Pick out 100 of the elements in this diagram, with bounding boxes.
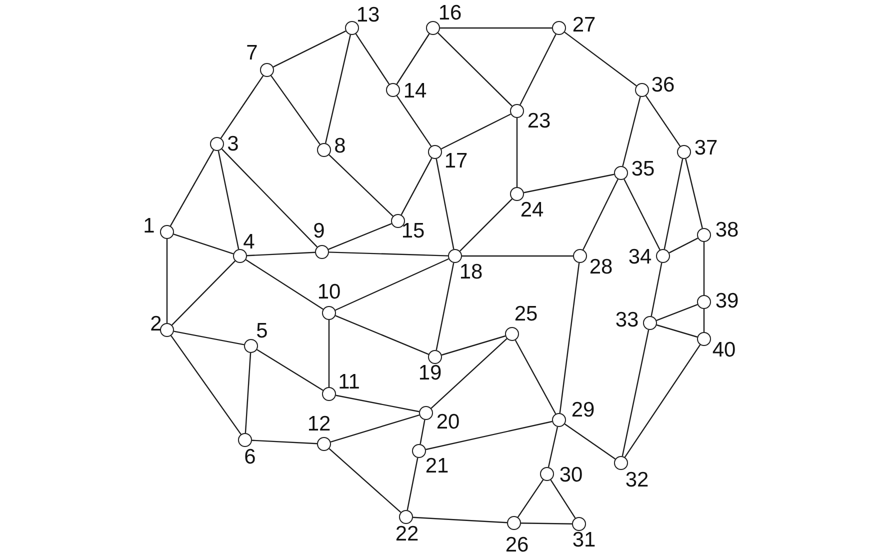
edge-line <box>520 34 556 106</box>
node-circle <box>428 350 442 364</box>
edge-line <box>550 480 576 518</box>
node-circle <box>510 104 524 118</box>
edge-line <box>256 349 324 391</box>
edge-line <box>330 414 420 443</box>
node-circle <box>317 143 331 157</box>
edge-line <box>656 324 698 338</box>
node-number: 15 <box>401 220 425 242</box>
edge-line <box>703 309 705 332</box>
node-number: 26 <box>505 534 529 556</box>
node-circle <box>345 21 359 35</box>
node-number: 9 <box>313 220 325 242</box>
node-number: 34 <box>628 246 652 268</box>
edge-line <box>328 448 402 513</box>
node-number: 19 <box>418 362 442 384</box>
node-circle <box>391 214 405 228</box>
node-number: 13 <box>356 4 380 26</box>
node-circle <box>507 516 521 530</box>
edge-line <box>440 27 552 29</box>
node-circle <box>656 249 670 263</box>
edge-line <box>335 258 449 311</box>
edge-line <box>400 158 432 216</box>
edge-line <box>622 330 650 456</box>
node-circle <box>614 166 628 180</box>
node-number: 40 <box>712 340 736 360</box>
edge-line <box>336 394 420 412</box>
node-circle <box>426 21 440 35</box>
edge-line <box>220 75 264 139</box>
edge-line <box>438 32 512 106</box>
edge-line <box>436 158 454 250</box>
edge-line <box>548 426 558 468</box>
edge-line <box>426 420 552 450</box>
node-number: 39 <box>715 290 739 312</box>
node-number: 16 <box>438 2 462 24</box>
node-number: 28 <box>589 256 613 278</box>
node-circle <box>412 444 426 458</box>
edge-line <box>170 335 242 435</box>
node-circle <box>260 63 274 77</box>
edge-line <box>645 95 681 147</box>
edge-line <box>624 344 701 458</box>
node-number: 14 <box>403 80 427 102</box>
edge-line <box>355 34 390 84</box>
edge-line <box>166 239 168 323</box>
edge-line <box>521 522 572 524</box>
edge-line <box>221 148 318 248</box>
edge-line <box>622 96 641 166</box>
node-circle <box>635 83 649 97</box>
node-circle <box>697 295 711 309</box>
edge-line <box>396 95 432 147</box>
node-number: 5 <box>256 320 268 342</box>
edge-line <box>582 179 618 250</box>
node-number: 36 <box>651 74 675 96</box>
node-circle <box>160 323 174 337</box>
node-number: 33 <box>615 310 639 330</box>
node-number: 29 <box>571 400 595 420</box>
edge-line <box>462 255 573 257</box>
node-circle <box>572 517 586 531</box>
edge-line <box>335 315 429 355</box>
node-number: 7 <box>246 42 258 64</box>
edge-line <box>273 30 346 68</box>
node-number: 32 <box>625 470 649 490</box>
node-number: 23 <box>527 110 551 132</box>
edge-line <box>524 174 614 194</box>
node-circle <box>677 145 691 159</box>
node-circle <box>573 249 587 263</box>
node-circle <box>448 249 462 263</box>
edge-line <box>270 75 320 145</box>
node-number: 35 <box>631 158 655 180</box>
node-number: 8 <box>334 136 346 156</box>
edge-line <box>252 440 318 444</box>
edge-line <box>441 114 511 150</box>
edge-line <box>396 34 430 84</box>
node-circle <box>160 225 174 239</box>
edge-line <box>170 150 214 226</box>
edge-line <box>430 338 508 409</box>
edge-line <box>174 330 244 346</box>
node-circle <box>697 332 711 346</box>
edge-line <box>172 260 236 326</box>
node-number: 31 <box>572 530 596 550</box>
edge-line <box>173 234 234 254</box>
node-number: 17 <box>444 150 468 172</box>
node-number: 12 <box>307 414 331 434</box>
edge-line <box>328 252 448 256</box>
node-circle <box>322 387 336 401</box>
edge-line <box>650 262 662 316</box>
node-circle <box>386 83 400 97</box>
edge-line <box>460 198 512 252</box>
edge-line <box>685 158 703 228</box>
edge-line <box>436 262 454 350</box>
node-circle <box>419 406 433 420</box>
node-circle <box>322 306 336 320</box>
node-circle <box>315 245 329 259</box>
node-circle <box>238 433 252 447</box>
node-circle <box>614 456 628 470</box>
node-number: 30 <box>559 464 583 486</box>
node-circle <box>399 510 413 524</box>
edge-line <box>328 320 330 387</box>
edge-line <box>328 223 392 250</box>
edge-line <box>244 352 252 434</box>
